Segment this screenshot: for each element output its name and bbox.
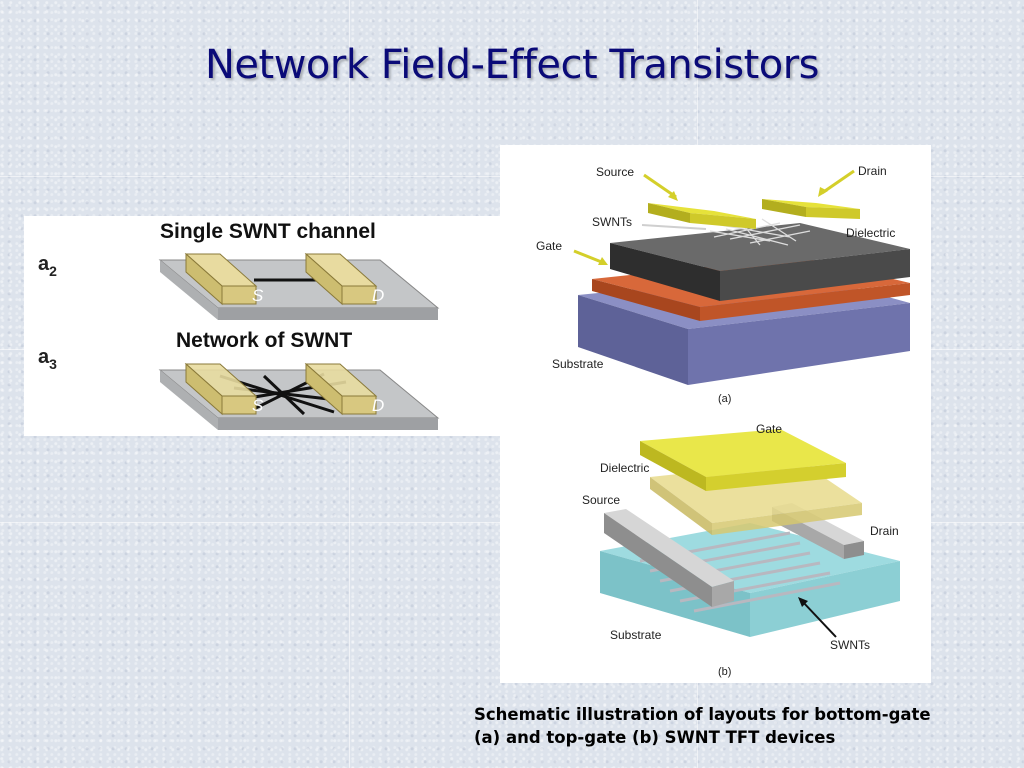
panel-label-b: (b)	[718, 666, 731, 678]
heading-single-swnt: Single SWNT channel	[160, 220, 376, 243]
panel-label-a: (a)	[718, 393, 731, 405]
figure-caption: Schematic illustration of layouts for bo…	[474, 703, 994, 749]
source-electrode-network	[184, 362, 258, 416]
source-label: S	[252, 286, 264, 305]
drain-label: D	[372, 286, 384, 305]
gate-layer	[640, 429, 846, 491]
gate-label: Gate	[536, 239, 562, 253]
drain-electrode	[304, 252, 378, 306]
source-label: Source	[596, 165, 634, 179]
source-label: Source	[582, 493, 620, 507]
dielectric-label: Dielectric	[846, 226, 895, 240]
label-a3: a3	[38, 346, 57, 372]
top-gate-diagram: Gate Dielectric Source Drain Substrate S…	[582, 422, 900, 678]
gate-label: Gate	[756, 422, 782, 436]
caption-line-1: Schematic illustration of layouts for bo…	[474, 705, 931, 724]
slide-title: Network Field-Effect Transistors	[204, 42, 820, 88]
source-electrode	[184, 252, 258, 306]
drain-electrode	[762, 199, 860, 219]
source-label: S	[252, 396, 264, 415]
heading-network-swnt: Network of SWNT	[176, 329, 352, 352]
source-electrode	[604, 509, 734, 607]
swnts-label: SWNTs	[830, 638, 870, 652]
caption-line-2: (a) and top-gate (b) SWNT TFT devices	[474, 728, 836, 747]
source-electrode	[648, 203, 756, 229]
dielectric-layer	[610, 223, 910, 301]
substrate-label: Substrate	[610, 628, 662, 642]
drain-label: Drain	[870, 524, 899, 538]
swnts-arrow	[798, 597, 837, 638]
label-a2: a2	[38, 253, 57, 279]
single-swnt-device: S D	[158, 252, 440, 320]
drain-label: Drain	[858, 164, 887, 178]
network-swnt-device: S D	[158, 362, 440, 430]
top-gate-figure-panel: Gate Dielectric Source Drain Substrate S…	[500, 411, 931, 683]
swnt-mesh	[709, 218, 811, 246]
bottom-gate-diagram: Source Drain SWNTs Dielectric Gate Subst…	[536, 164, 910, 405]
left-figure-panel: a2 a3 Single SWNT channel Network of SWN…	[24, 216, 500, 436]
substrate-layer	[600, 523, 900, 637]
swnts-label: SWNTs	[592, 215, 632, 229]
swnt-channel-diagram: a2 a3 Single SWNT channel Network of SWN…	[38, 220, 440, 430]
drain-electrode-network	[304, 362, 378, 416]
substrate-label: Substrate	[552, 357, 604, 371]
bottom-gate-figure-panel: Source Drain SWNTs Dielectric Gate Subst…	[500, 145, 931, 411]
drain-label: D	[372, 396, 384, 415]
dielectric-label: Dielectric	[600, 461, 649, 475]
annotation-arrows	[573, 169, 855, 265]
